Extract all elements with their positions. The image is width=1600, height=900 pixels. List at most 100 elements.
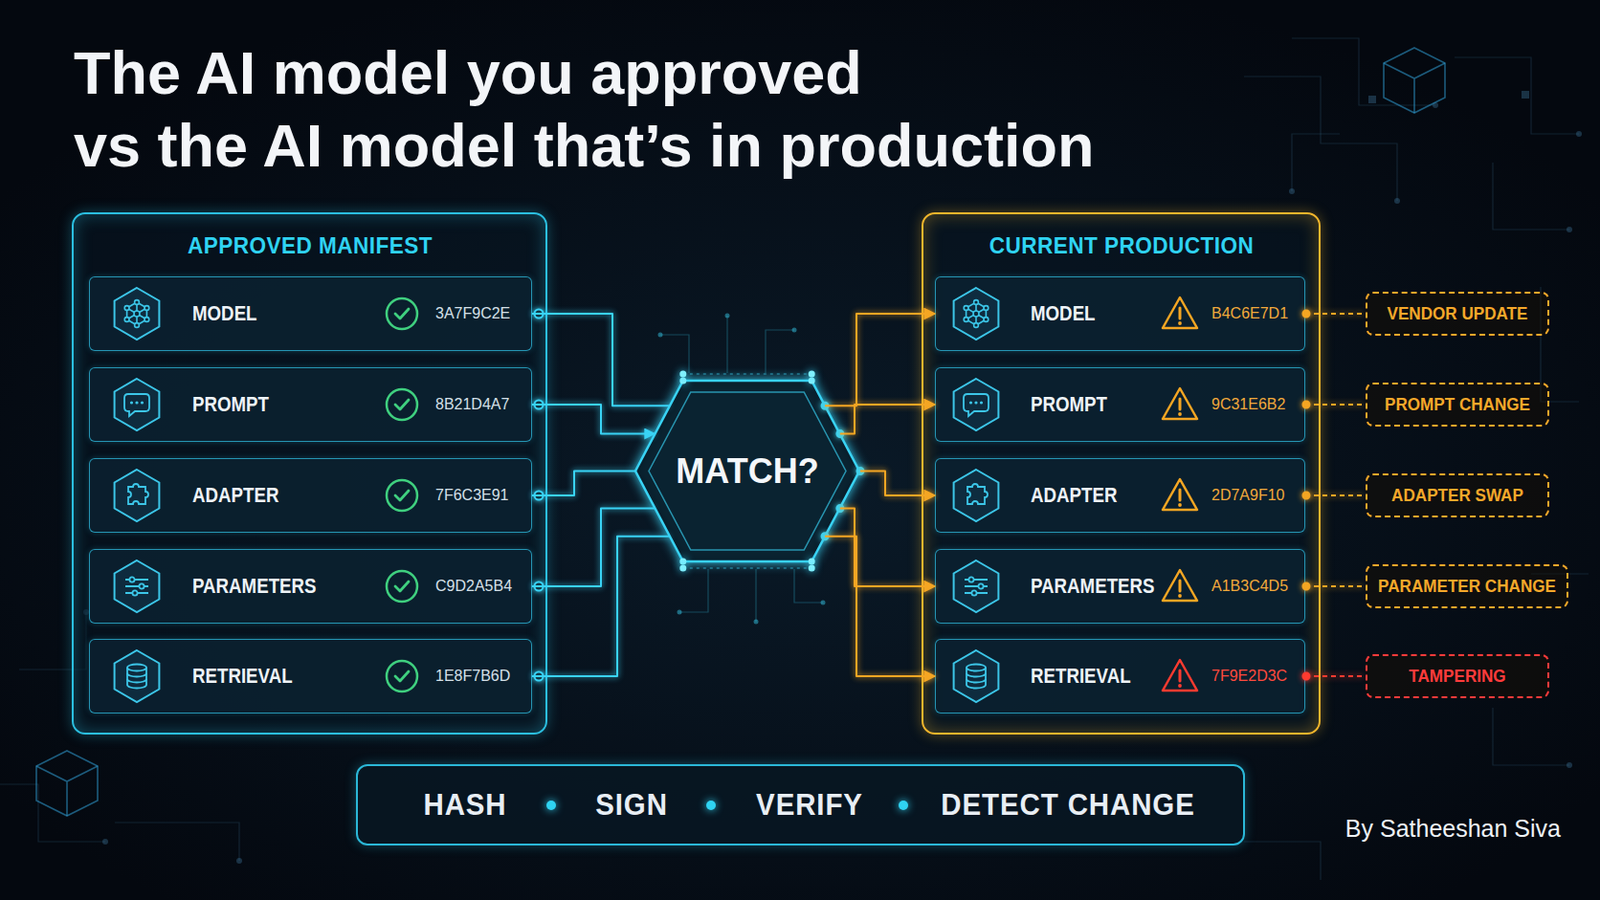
hash-value: 3A7F9C2E <box>435 305 511 323</box>
model-icon <box>963 300 989 329</box>
icon-frame <box>954 560 1000 613</box>
component-name: RETRIEVAL <box>192 665 293 689</box>
wire-dot <box>836 430 844 438</box>
component-name: PARAMETERS <box>1030 575 1156 599</box>
wire-dot <box>822 533 829 540</box>
wire-dot <box>857 467 865 475</box>
hash-value: A1B3C4D5 <box>1211 577 1289 596</box>
process-band: HASH SIGN VERIFY DETECT CHANGE <box>355 764 1245 846</box>
hex-traces <box>660 315 823 623</box>
wire-dot <box>534 491 544 501</box>
component-name: PARAMETERS <box>192 575 317 599</box>
wire-dot <box>534 310 544 319</box>
icon-frame <box>114 650 160 703</box>
component-row: MODEL B4C6E7D1 <box>934 276 1306 352</box>
connector-line <box>1305 585 1366 588</box>
connector-line <box>1305 494 1366 497</box>
connector-line <box>824 313 935 406</box>
circuit-traces <box>0 38 1589 881</box>
connector-line <box>1305 403 1366 406</box>
wire-dot <box>534 400 544 410</box>
retrieval-icon <box>127 665 147 689</box>
connector-line <box>860 471 935 497</box>
right-icons <box>954 288 1000 703</box>
connector-line <box>532 509 655 588</box>
step-word: SIGN <box>595 788 668 823</box>
change-callout: ADAPTER SWAP <box>1365 473 1550 518</box>
component-row: RETRIEVAL 7F9E2D3C <box>934 639 1306 714</box>
step-word: VERIFY <box>755 788 864 823</box>
icon-frame <box>954 378 1000 431</box>
check-mark <box>386 298 418 330</box>
component-name: ADAPTER <box>1030 484 1117 508</box>
left-icons <box>114 288 160 703</box>
title-spacer <box>915 36 1127 110</box>
check-mark <box>386 480 418 512</box>
hex-trace-dots <box>658 313 826 625</box>
warning-sign <box>1162 570 1198 601</box>
warning-sign <box>1162 660 1198 691</box>
adapter-icon <box>128 484 149 505</box>
cube-icon <box>1383 47 1445 113</box>
wire-dot <box>1303 673 1311 681</box>
prompt-icon <box>124 394 150 417</box>
hash-value: 7F9E2D3C <box>1211 667 1288 686</box>
warning-sign <box>1162 388 1198 420</box>
model-icon <box>124 300 150 329</box>
callout-label: VENDOR UPDATE <box>1387 304 1529 325</box>
check-mark <box>386 661 418 692</box>
component-row: PARAMETERS A1B3C4D5 <box>934 549 1306 624</box>
component-name: RETRIEVAL <box>1030 665 1132 689</box>
connector-line <box>824 536 935 677</box>
connector-line <box>532 471 635 497</box>
component-row: ADAPTER 7F6C3E91 <box>88 458 533 534</box>
component-row: RETRIEVAL1E8F7B6D <box>88 639 533 714</box>
component-name: MODEL <box>1030 302 1096 326</box>
connector-line <box>1305 312 1366 315</box>
step-word: DETECT CHANGE <box>940 788 1195 823</box>
title-text: The AI model you approved vs the AI mode… <box>73 39 1094 179</box>
warning-sign <box>1162 479 1198 511</box>
match-hexagon: MATCH? <box>632 377 863 565</box>
icon-frame <box>954 469 1000 522</box>
wire-dot <box>1303 492 1311 500</box>
hash-value: B4C6E7D1 <box>1211 305 1289 323</box>
panel-heading: CURRENT PRODUCTION <box>988 233 1254 259</box>
circuit-dots <box>83 90 1582 865</box>
change-callout: TAMPERING <box>1365 654 1550 699</box>
bullet-dot <box>546 800 556 811</box>
hash-value: 9C31E6B2 <box>1211 396 1286 414</box>
connector-line <box>532 404 655 435</box>
connector-line <box>532 536 670 677</box>
change-callout: PARAMETER CHANGE <box>1365 564 1569 609</box>
component-row: PROMPT8B21D4A7 <box>88 367 533 443</box>
connector-line <box>1305 675 1366 678</box>
check-marks <box>386 298 418 692</box>
title-block: The AI model you approved vs the AI mode… <box>73 36 1127 182</box>
icon-frame <box>114 560 160 613</box>
wire-dot <box>1303 401 1311 409</box>
band-bullets <box>546 800 909 811</box>
retrieval-icon <box>966 665 986 689</box>
parameters-icon <box>125 577 149 596</box>
wire-dot <box>1303 583 1311 591</box>
component-row: PROMPT9C31E6B2 <box>934 367 1306 443</box>
component-name: MODEL <box>192 302 258 326</box>
icon-frame <box>954 650 1000 703</box>
wire-dot <box>822 402 829 410</box>
icon-frame <box>114 288 160 340</box>
change-callout: VENDOR UPDATE <box>1365 291 1550 336</box>
group-panel: APPROVED MANIFESTMODEL3A7F9C2EPROMPT8B21… <box>71 212 548 735</box>
component-name: ADAPTER <box>192 484 279 508</box>
wire-dot <box>1303 311 1311 318</box>
component-row: ADAPTER2D7A9F10 <box>934 458 1306 534</box>
step-word: HASH <box>422 788 507 823</box>
parameters-icon <box>964 577 988 596</box>
callout-label: PROMPT CHANGE <box>1384 395 1531 416</box>
icon-frame <box>954 288 1000 340</box>
hash-value: 7F6C3E91 <box>435 487 510 505</box>
wire-dot <box>534 672 544 682</box>
wire-dot <box>836 505 844 512</box>
